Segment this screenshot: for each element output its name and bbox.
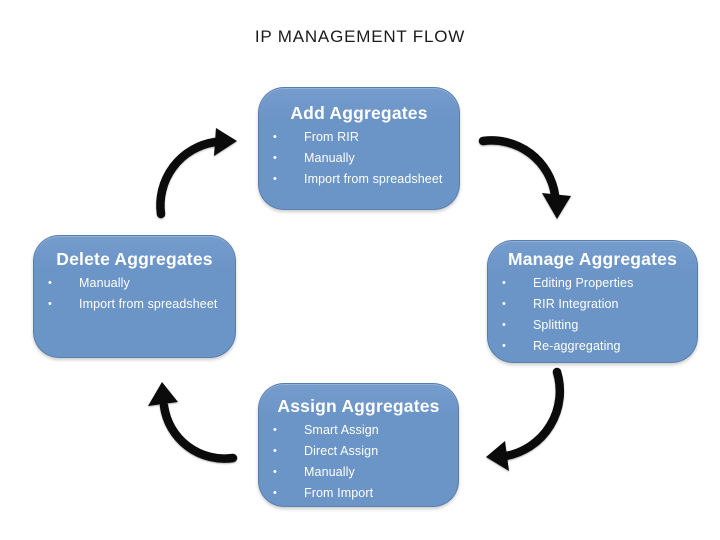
node-item-list: From RIR Manually Import from spreadshee… bbox=[259, 127, 459, 190]
node-manage-aggregates: Manage Aggregates Editing Properties RIR… bbox=[487, 240, 698, 363]
list-item: Re-aggregating bbox=[488, 336, 697, 357]
node-assign-aggregates: Assign Aggregates Smart Assign Direct As… bbox=[258, 383, 459, 507]
list-item: Direct Assign bbox=[259, 441, 458, 462]
arrow-add-to-manage-icon bbox=[478, 136, 571, 219]
list-item: Editing Properties bbox=[488, 273, 697, 294]
node-item-list: Manually Import from spreadsheet bbox=[34, 273, 235, 315]
node-item-list: Smart Assign Direct Assign Manually From… bbox=[259, 420, 458, 504]
node-delete-aggregates: Delete Aggregates Manually Import from s… bbox=[33, 235, 236, 358]
list-item: Splitting bbox=[488, 315, 697, 336]
arrow-delete-to-add-icon bbox=[156, 128, 237, 219]
list-item: Import from spreadsheet bbox=[259, 169, 459, 190]
node-title: Add Aggregates bbox=[290, 103, 428, 123]
arrow-assign-to-delete-icon bbox=[148, 382, 238, 463]
node-title: Delete Aggregates bbox=[56, 249, 213, 269]
list-item: Manually bbox=[259, 462, 458, 483]
node-title: Manage Aggregates bbox=[507, 249, 678, 269]
list-item: Manually bbox=[34, 273, 235, 294]
node-add-aggregates: Add Aggregates From RIR Manually Import … bbox=[258, 87, 460, 210]
arrow-manage-to-assign-icon bbox=[486, 367, 565, 471]
list-item: Import from spreadsheet bbox=[34, 294, 235, 315]
diagram-title: IP MANAGEMENT FLOW bbox=[254, 27, 466, 46]
list-item: Manually bbox=[259, 148, 459, 169]
list-item: RIR Integration bbox=[488, 294, 697, 315]
list-item: From Import bbox=[259, 483, 458, 504]
node-item-list: Editing Properties RIR Integration Split… bbox=[488, 273, 697, 357]
list-item: From RIR bbox=[259, 127, 459, 148]
node-title: Assign Aggregates bbox=[277, 396, 440, 416]
list-item: Smart Assign bbox=[259, 420, 458, 441]
